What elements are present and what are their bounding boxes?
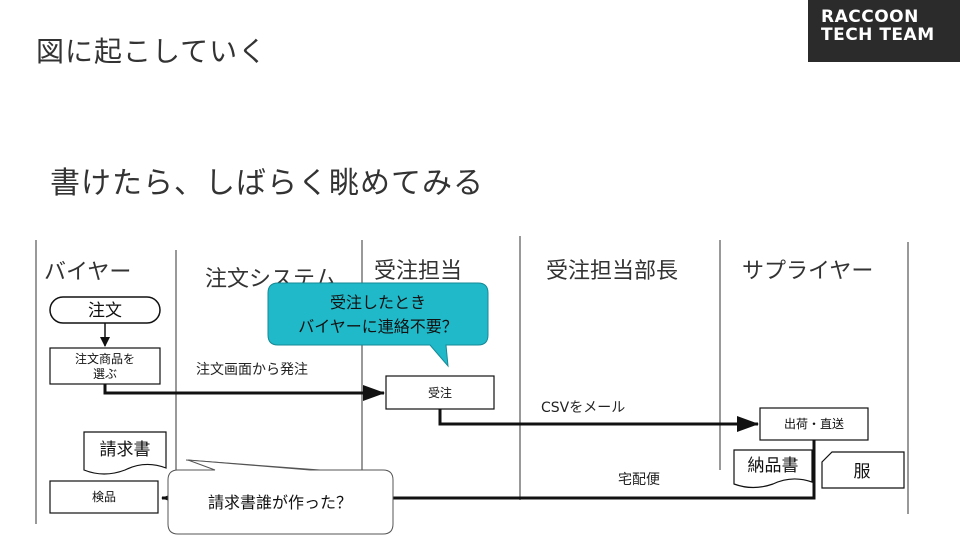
order-flow-arrow	[103, 384, 385, 401]
clothes-label: 服	[854, 462, 871, 482]
callout-teal: 受注したとき バイヤーに連絡不要？	[267, 282, 489, 368]
invoice-document: 請求書	[83, 431, 167, 475]
callout-white-label: 請求書誰が作った？	[208, 493, 352, 512]
logo-line-1: RACCOON	[821, 7, 919, 27]
select-product-line2: 選ぶ	[93, 367, 117, 381]
receive-order-label: 受注	[428, 385, 452, 400]
csv-flow-arrow	[438, 409, 759, 432]
ship-direct-label: 出荷・直送	[784, 416, 844, 431]
lane-order-manager: 受注担当部長	[546, 259, 678, 284]
slide-title: 図に起こしていく	[36, 35, 268, 68]
lane-supplier: サプライヤー	[742, 259, 873, 284]
lane-order-staff: 受注担当	[374, 259, 462, 284]
slide-subtitle: 書けたら、しばらく眺めてみる	[50, 166, 484, 201]
inspection-label: 検品	[92, 490, 116, 504]
logo-line-2: TECH TEAM	[821, 25, 935, 45]
order-start-label: 注文	[88, 301, 122, 321]
callout-teal-line2: バイヤーに連絡不要？	[298, 317, 458, 336]
ship-direct-node: 出荷・直送	[759, 407, 869, 441]
lane-buyer: バイヤー	[44, 260, 131, 285]
callout-teal-line1: 受注したとき	[330, 293, 426, 312]
delivery-note-label: 納品書	[748, 456, 799, 476]
brand-logo: RACCOON TECH TEAM	[808, 0, 960, 62]
select-product-node: 注文商品を 選ぶ	[49, 347, 161, 385]
clothes-package: 服	[821, 451, 905, 489]
edge-label-csv: CSVをメール	[541, 400, 625, 416]
order-start-node: 注文	[49, 296, 161, 324]
lane-dividers	[35, 236, 909, 524]
delivery-note-document: 納品書	[733, 449, 813, 489]
receive-order-node: 受注	[385, 375, 495, 410]
callout-white: 請求書誰が作った？	[167, 459, 394, 535]
select-product-line1: 注文商品を	[75, 351, 135, 366]
inspection-node: 検品	[49, 480, 159, 514]
edge-label-order: 注文画面から発注	[196, 362, 308, 378]
edge-label-courier: 宅配便	[618, 472, 660, 488]
invoice-label: 請求書	[100, 440, 151, 460]
